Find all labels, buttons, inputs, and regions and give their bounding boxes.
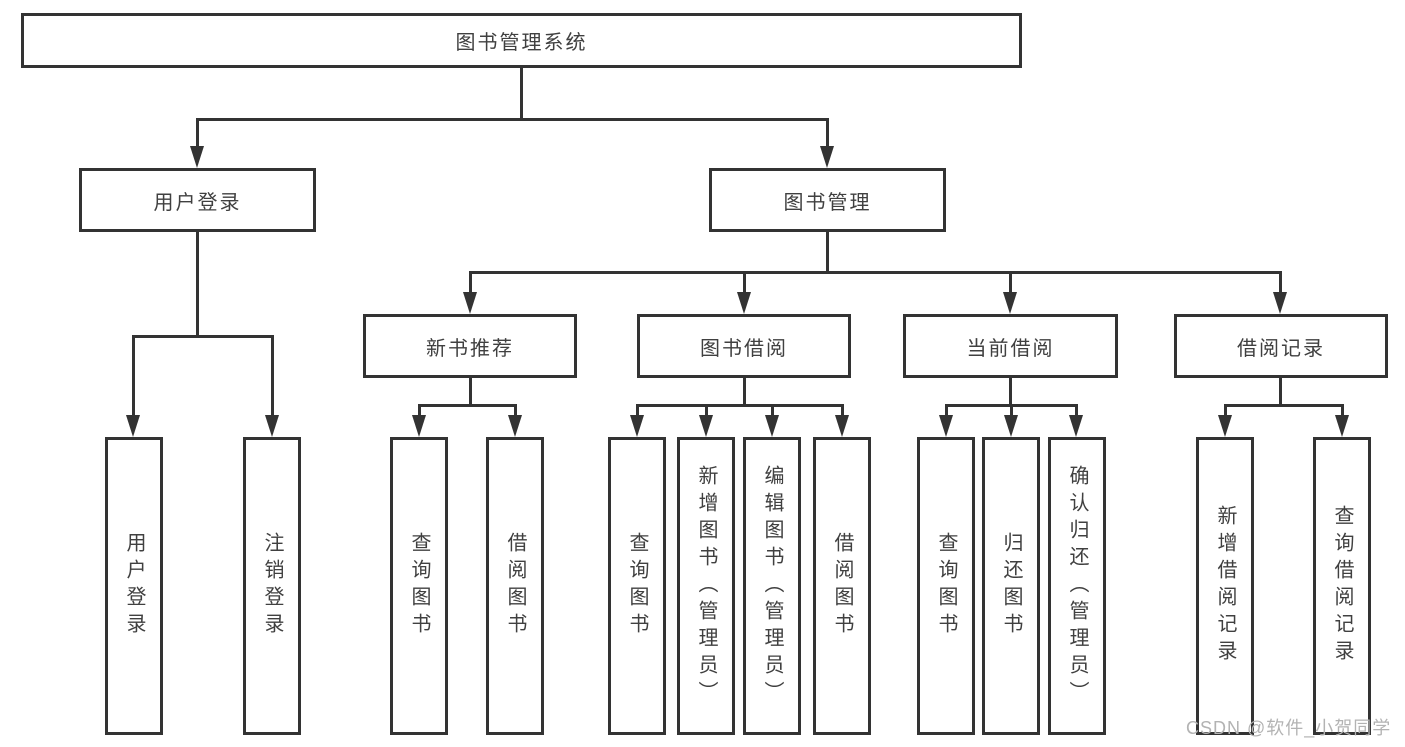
leaf-label: 新增图书（管理员）: [695, 464, 717, 708]
node-book-borrow: 图书借阅: [637, 314, 851, 378]
connector-bookmgmt-bus: [469, 271, 1282, 274]
connector-drop-leaf: [705, 404, 708, 417]
leaf-edit-books-admin: 编辑图书（管理员）: [743, 437, 801, 735]
connector-root-drop: [520, 68, 523, 120]
node-label: 借阅记录: [1237, 337, 1325, 360]
connector-drop-level3: [743, 271, 746, 294]
connector-drop-leaf: [636, 404, 639, 417]
leaf-return-books: 归还图书: [982, 437, 1040, 735]
arrow-down-icon: [1273, 292, 1287, 314]
leaf-label: 编辑图书（管理员）: [761, 464, 783, 708]
leaf-label: 查询借阅记录: [1331, 505, 1353, 667]
leaf-label: 借阅图书: [504, 532, 526, 640]
csdn-watermark: CSDN @软件_小贺同学: [1186, 718, 1392, 738]
arrow-down-icon: [939, 415, 953, 437]
connector-recommend-drop: [469, 378, 472, 407]
node-book-management: 图书管理: [709, 168, 946, 232]
node-label: 图书借阅: [700, 337, 788, 360]
arrow-down-icon: [820, 146, 834, 168]
node-label: 图书管理: [783, 191, 872, 214]
leaf-label: 注销登录: [261, 532, 283, 640]
arrow-down-icon: [630, 415, 644, 437]
arrow-down-icon: [737, 292, 751, 314]
arrow-down-icon: [835, 415, 849, 437]
arrow-down-icon: [463, 292, 477, 314]
arrow-down-icon: [1218, 415, 1232, 437]
connector-drop-book-mgmt: [826, 118, 829, 148]
leaf-query-books-current: 查询图书: [917, 437, 975, 735]
node-root: 图书管理系统: [21, 13, 1022, 68]
leaf-query-borrow-record: 查询借阅记录: [1313, 437, 1371, 735]
connector-bookmgmt-drop: [826, 232, 829, 274]
leaf-label: 用户登录: [123, 532, 145, 640]
leaf-add-borrow-record: 新增借阅记录: [1196, 437, 1254, 735]
node-label: 用户登录: [153, 191, 242, 214]
connector-drop-leaf: [1224, 404, 1227, 417]
leaf-borrow-books: 借阅图书: [813, 437, 871, 735]
arrow-down-icon: [265, 415, 279, 437]
leaf-label: 新增借阅记录: [1214, 505, 1236, 667]
leaf-label: 查询图书: [408, 532, 430, 640]
connector-drop-leaf: [132, 335, 135, 417]
connector-drop-level3: [469, 271, 472, 294]
node-root-label: 图书管理系统: [455, 32, 588, 54]
connector-current-drop: [1009, 378, 1012, 407]
arrow-down-icon: [508, 415, 522, 437]
connector-drop-level3: [1279, 271, 1282, 294]
connector-recommend-bus: [418, 404, 517, 407]
connector-borrow-bus: [636, 404, 843, 407]
connector-drop-leaf: [1010, 404, 1013, 417]
connector-records-bus: [1224, 404, 1343, 407]
leaf-logout: 注销登录: [243, 437, 301, 735]
leaf-query-books-recommend: 查询图书: [390, 437, 448, 735]
leaf-user-login: 用户登录: [105, 437, 163, 735]
connector-drop-leaf: [1341, 404, 1344, 417]
arrow-down-icon: [1003, 292, 1017, 314]
connector-records-drop: [1279, 378, 1282, 407]
leaf-add-books-admin: 新增图书（管理员）: [677, 437, 735, 735]
node-label: 当前借阅: [966, 337, 1055, 360]
connector-drop-leaf: [841, 404, 844, 417]
connector-drop-leaf: [1075, 404, 1078, 417]
arrow-down-icon: [126, 415, 140, 437]
node-new-book-recommend: 新书推荐: [363, 314, 577, 378]
leaf-label: 确认归还（管理员）: [1066, 464, 1088, 708]
connector-drop-level3: [1009, 271, 1012, 294]
arrow-down-icon: [412, 415, 426, 437]
arrow-down-icon: [1335, 415, 1349, 437]
arrow-down-icon: [190, 146, 204, 168]
leaf-borrow-books-recommend: 借阅图书: [486, 437, 544, 735]
arrow-down-icon: [765, 415, 779, 437]
connector-drop-leaf: [271, 335, 274, 417]
leaf-confirm-return-admin: 确认归还（管理员）: [1048, 437, 1106, 735]
connector-userlogin-drop: [196, 232, 199, 338]
connector-drop-leaf: [945, 404, 948, 417]
connector-drop-leaf: [514, 404, 517, 417]
leaf-label: 归还图书: [1000, 532, 1022, 640]
connector-drop-user-login: [196, 118, 199, 148]
leaf-query-books-borrow: 查询图书: [608, 437, 666, 735]
arrow-down-icon: [699, 415, 713, 437]
node-current-borrow: 当前借阅: [903, 314, 1118, 378]
node-user-login-branch: 用户登录: [79, 168, 316, 232]
arrow-down-icon: [1069, 415, 1083, 437]
node-label: 新书推荐: [426, 337, 514, 360]
leaf-label: 借阅图书: [831, 532, 853, 640]
connector-userlogin-bus: [132, 335, 274, 338]
connector-root-bus: [196, 118, 828, 121]
node-borrow-records: 借阅记录: [1174, 314, 1388, 378]
connector-drop-leaf: [771, 404, 774, 417]
connector-drop-leaf: [418, 404, 421, 417]
leaf-label: 查询图书: [626, 532, 648, 640]
leaf-label: 查询图书: [935, 532, 957, 640]
arrow-down-icon: [1004, 415, 1018, 437]
connector-borrow-drop: [743, 378, 746, 407]
